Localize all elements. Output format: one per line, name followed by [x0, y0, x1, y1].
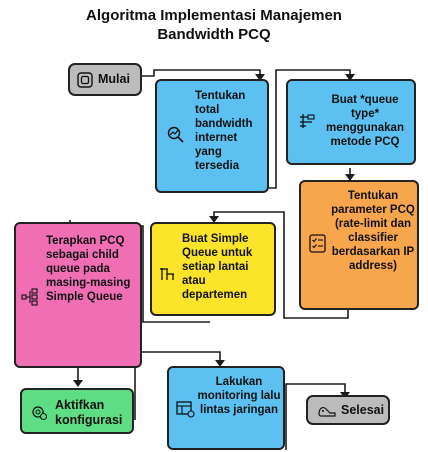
queue-type-icon: [300, 114, 315, 128]
arrowhead-queue-type-parameter: [345, 174, 355, 181]
step-buat-queue-type: Buat *queue type* menggunakan metode PCQ: [286, 79, 416, 165]
arrowhead-terapkan-aktifkan: [73, 380, 83, 387]
step-buat-simple-queue: Buat Simple Queue untuk setiap lantai at…: [150, 222, 276, 316]
step-tentukan-parameter: Tentukan parameter PCQ (rate-limit dan c…: [299, 180, 419, 310]
arrowhead-parameter-simple-queue: [209, 216, 219, 223]
buat-queue-type-label: Buat *queue type* menggunakan metode PCQ: [326, 94, 404, 148]
terapkan-pcq-label: Terapkan PCQ sebagai child queue pada ma…: [46, 235, 131, 303]
arrowhead-bandwidth-queue-type: [345, 74, 355, 81]
step-aktifkan-konfigurasi: Aktifkan konfigurasi: [20, 388, 134, 434]
finish-icon: [318, 407, 336, 417]
connector-aktifkan-monitoring: [134, 351, 221, 420]
bandwidth-chart-icon: [167, 126, 184, 143]
monitoring-label: Lakukan monitoring lalu lintas jaringan: [197, 376, 281, 416]
start-icon: [77, 72, 93, 88]
title-line-1: Algoritma Implementasi Manajemen: [86, 7, 342, 24]
arrowhead-aktifkan-monitoring: [215, 360, 225, 367]
buat-simple-queue-label: Buat Simple Queue untuk setiap lantai at…: [182, 233, 253, 301]
monitoring-table-icon: [176, 401, 195, 418]
arrowhead-mulai-bandwidth: [255, 74, 265, 81]
diagram-title: Algoritma Implementasi Manajemen Bandwid…: [0, 6, 428, 44]
tentukan-parameter-label: Tentukan parameter PCQ (rate-limit dan c…: [331, 190, 415, 272]
title-line-2: Bandwidth PCQ: [157, 26, 271, 43]
step-selesai: Selesai: [306, 395, 390, 425]
activate-gear-icon: [32, 406, 48, 421]
hierarchy-icon: [21, 288, 38, 306]
building-floors-icon: [160, 268, 174, 280]
mulai-label: Mulai: [98, 72, 130, 86]
selesai-label: Selesai: [341, 403, 385, 417]
step-mulai: Mulai: [68, 63, 142, 96]
step-tentukan-bandwidth: Tentukan total bandwidth internet yang t…: [155, 79, 269, 193]
step-lakukan-monitoring: Lakukan monitoring lalu lintas jaringan: [167, 366, 285, 450]
connector-monitoring-selesai: [285, 383, 346, 450]
connector-bandwidth-queue-type: [269, 69, 351, 189]
tentukan-bandwidth-label: Tentukan total bandwidth internet yang t…: [195, 90, 253, 172]
step-terapkan-pcq: Terapkan PCQ sebagai child queue pada ma…: [14, 222, 142, 368]
connector-mulai-bandwidth: [142, 69, 261, 77]
parameter-list-icon: [309, 234, 326, 253]
connector-parameter-simple-queue: [213, 211, 349, 319]
aktifkan-label: Aktifkan konfigurasi: [55, 398, 123, 427]
